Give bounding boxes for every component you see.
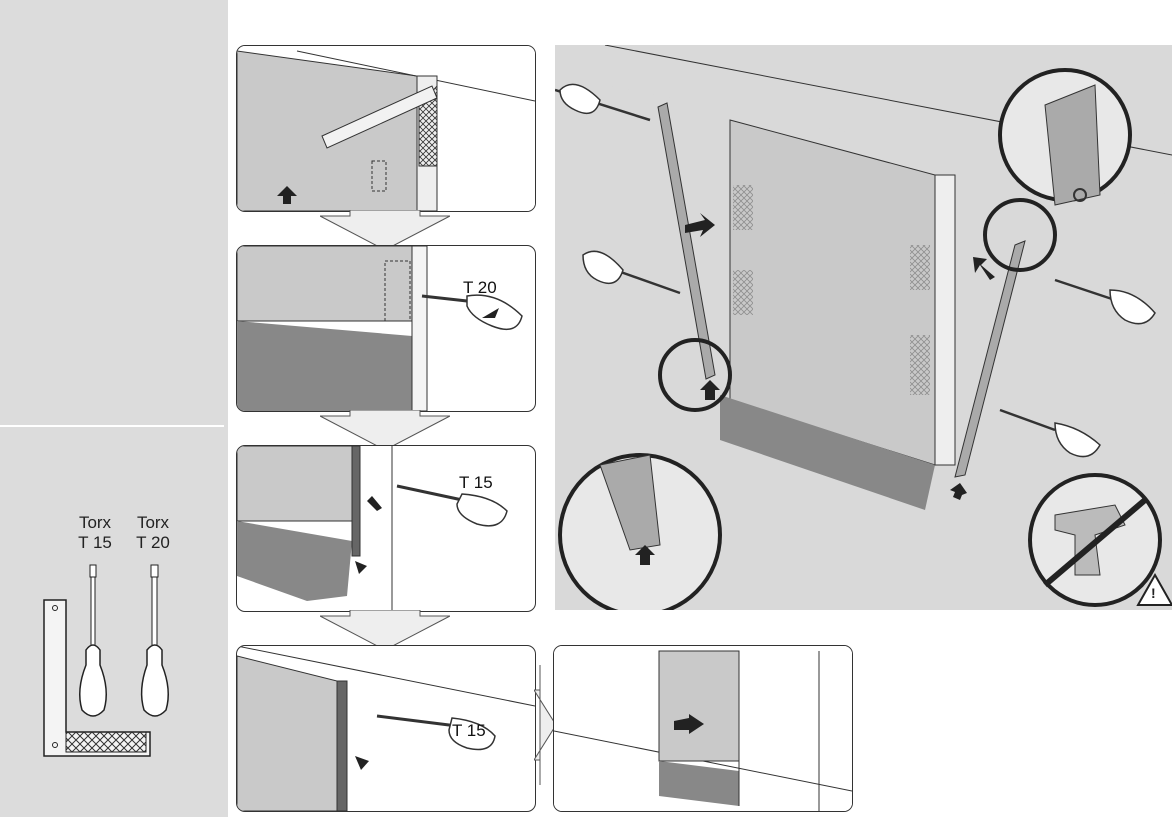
step-panel-3: T 15	[236, 445, 536, 612]
main-illustration-panel: !	[555, 45, 1172, 610]
screwdriver-icon	[582, 250, 624, 285]
step-panel-5	[553, 645, 853, 812]
connector-arrow	[320, 410, 450, 450]
arrow-icon	[700, 380, 720, 400]
tools-illustration	[43, 564, 169, 757]
connector-arrow	[320, 210, 450, 250]
screwdriver-icon	[1054, 422, 1101, 458]
screwdriver-icon	[79, 564, 107, 717]
arrow-icon	[973, 257, 995, 280]
arrow-icon	[674, 714, 704, 734]
torx20-line1: Torx	[136, 513, 170, 532]
screwdriver-icon	[1109, 289, 1156, 325]
warning-symbol: !	[1151, 585, 1156, 601]
screwdriver-icon	[559, 83, 601, 115]
screwdriver-icon	[140, 564, 169, 717]
arrow-icon	[367, 496, 382, 511]
step-panel-4: T 15	[236, 645, 536, 812]
step-panel-1	[236, 45, 536, 212]
step4-label: T 15	[452, 721, 486, 740]
warning-icon	[1136, 572, 1172, 606]
connector-arrow	[320, 610, 450, 650]
torx15-label: Torx T 15	[65, 513, 125, 553]
arrow-icon	[355, 561, 367, 574]
torx20-line2: T 20	[136, 533, 170, 552]
connector-arrow	[534, 665, 556, 785]
drill-prohibited-icon	[1028, 473, 1162, 607]
square-ruler-icon	[43, 599, 151, 757]
screwdriver-icon	[448, 717, 496, 751]
step2-label: T 20	[463, 278, 497, 297]
step3-label: T 15	[459, 473, 493, 492]
arrow-icon	[277, 186, 297, 204]
tool-sidebar: Torx T 15 Torx T 20	[0, 0, 228, 817]
screwdriver-icon	[456, 493, 508, 527]
arrow-icon	[950, 483, 967, 500]
step-panel-2: T 20	[236, 245, 536, 412]
torx15-line1: Torx	[78, 513, 112, 532]
arrow-icon	[355, 756, 369, 770]
arrow-icon	[635, 545, 655, 565]
arrow-icon	[685, 213, 715, 237]
torx15-line2: T 15	[78, 533, 112, 552]
sidebar-divider	[0, 425, 224, 427]
torx20-label: Torx T 20	[123, 513, 183, 553]
